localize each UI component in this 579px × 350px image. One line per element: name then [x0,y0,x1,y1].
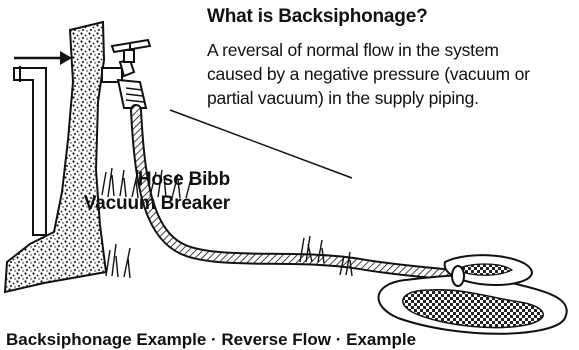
callout-label-line-1: Hose Bibb [138,169,230,191]
cutoff-caption: Backsiphonage Example · Reverse Flow · E… [6,330,416,350]
description-line-2: caused by a negative pressure (vacuum or [207,64,530,85]
supply-pipe [14,66,46,235]
flow-arrow [14,51,72,65]
callout-label-line-2: Vacuum Breaker [84,193,230,215]
hose-bibb-faucet [102,40,150,108]
callout-leader [170,110,352,178]
diagram-title: What is Backsiphonage? [207,6,427,28]
concrete-wall [5,22,106,292]
description-line-1: A reversal of normal flow in the system [207,40,499,61]
description-line-3: partial vacuum) in the supply piping. [207,88,479,109]
